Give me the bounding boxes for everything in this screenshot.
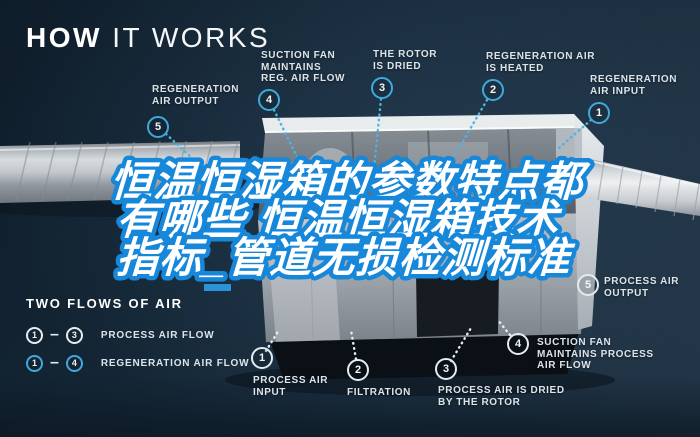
badge-3-regeneration: 3 [371,77,393,99]
legend-row-regeneration: 1 – 4 REGENERATION AIR FLOW [26,354,249,372]
badge-1-process: 1 [251,347,273,369]
label-filtration: FILTRATION [347,387,411,398]
legend-badge-4: 4 [65,354,83,372]
legend-dash-2: – [50,354,59,371]
page-title: HOW IT WORKS [26,22,270,54]
legend-heading: TWO FLOWS OF AIR [26,296,183,311]
label-regeneration-air-input: REGENERATION AIR INPUT [590,74,678,97]
duct-left [0,140,262,217]
label-process-air-input: PROCESS AIR INPUT [253,375,329,398]
badge-2-regeneration: 2 [482,79,504,101]
badge-4-regeneration: 4 [258,89,280,111]
label-process-air-output: PROCESS AIR OUTPUT [604,276,680,299]
label-rotor-dried: THE ROTOR IS DRIED [373,49,438,72]
badge-4-process: 4 [507,333,529,355]
page-title-bold: HOW [26,22,102,53]
badge-3-process: 3 [435,358,457,380]
legend-row-process: 1 – 3 PROCESS AIR FLOW [26,326,214,344]
label-suction-fan-process: SUCTION FAN MAINTAINS PROCESS AIR FLOW [537,337,654,371]
badge-5-regeneration: 5 [147,116,169,138]
legend-label-process: PROCESS AIR FLOW [100,329,215,341]
bottom-vignette [0,375,700,437]
label-regeneration-air-output: REGENERATION AIR OUTPUT [152,84,240,107]
overlay-headline: 恒温恒湿箱的参数特点都 有哪些 恒温恒湿箱技术 指标_管道无损检测标准 [105,154,596,286]
leader-lines [164,97,593,363]
legend-badge-1b: 1 [26,354,43,372]
duct-right [585,158,700,221]
badge-1-regeneration: 1 [588,102,610,124]
legend-dash: – [50,326,59,343]
page-title-light: IT WORKS [101,22,271,53]
legend-badge-1: 1 [26,326,43,344]
headline-line-3: 指标_管道无损检测标准 [115,234,577,281]
label-process-air-dried: PROCESS AIR IS DRIED BY THE ROTOR [438,385,565,408]
legend-badge-3: 3 [65,326,83,344]
headline-line-2: 有哪些 恒温恒湿箱技术 [115,196,563,243]
legend-label-regeneration: REGENERATION AIR FLOW [100,357,250,369]
headline-line-1: 恒温恒湿箱的参数特点都 [109,158,591,205]
label-suction-fan-reg: SUCTION FAN MAINTAINS REG. AIR FLOW [261,50,346,84]
label-regeneration-air-heated: REGENERATION AIR IS HEATED [486,51,596,74]
badge-5-process: 5 [577,274,599,296]
badge-2-process: 2 [347,359,369,381]
